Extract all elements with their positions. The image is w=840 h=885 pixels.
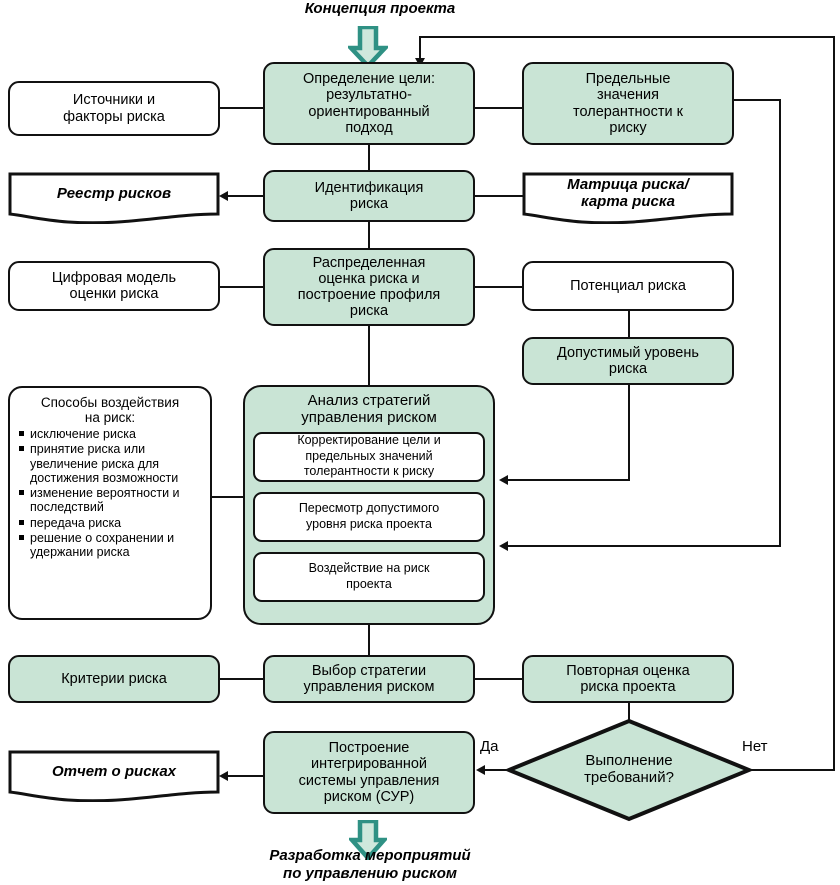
edge-acceptable-to-analysis: [508, 479, 630, 481]
edge-criteria-strategy: [220, 678, 264, 680]
node-analysis-title: Анализ стратегий управления риском: [301, 392, 437, 426]
edge-strategy-reassessment: [474, 678, 523, 680]
edge-identification-distributed: [368, 222, 370, 249]
node-methods[interactable]: Способы воздействия на риск: исключение …: [8, 386, 212, 620]
edge-feedback-top-horizontal: [419, 36, 835, 38]
edge-feedback-into-goal: [419, 36, 421, 60]
edge-goal-identification: [368, 145, 370, 171]
arrow-to-analysis-1-icon: [499, 475, 508, 485]
edge-digital-distributed: [220, 286, 264, 288]
list-item: принятие риска или увеличение риска для …: [18, 442, 202, 485]
list-item: решение о сохранении и удержании риска: [18, 531, 202, 560]
bullet-icon: [19, 519, 24, 525]
node-strategy-choice[interactable]: Выбор стратегии управления риском: [263, 655, 475, 703]
node-integrated[interactable]: Построение интегрированной системы управ…: [263, 731, 475, 814]
arrow-to-analysis-2-icon: [499, 541, 508, 551]
node-decision[interactable]: Выполнение требований?: [506, 718, 752, 822]
list-item: передача риска: [18, 516, 202, 530]
edge-tolerance-right: [733, 99, 781, 101]
edge-no-to-bus: [748, 769, 835, 771]
edge-acceptable-down: [628, 385, 630, 480]
node-distributed[interactable]: Распределенная оценка риска и построение…: [263, 248, 475, 326]
edge-potential-acceptable: [628, 311, 630, 338]
edge-goal-tolerance: [474, 107, 523, 109]
node-analysis-sub-1[interactable]: Корректирование цели и предельных значен…: [253, 431, 485, 482]
edge-label-yes: Да: [480, 738, 499, 755]
bullet-icon: [19, 490, 24, 496]
arrow-to-registry-icon: [219, 191, 228, 201]
node-acceptable[interactable]: Допустимый уровень риска: [522, 337, 734, 385]
edge-analysis-strategy: [368, 625, 370, 656]
bullet-icon: [19, 431, 24, 437]
edge-distributed-analysis: [368, 326, 370, 386]
node-matrix[interactable]: Матрица риска/ карта риска: [522, 172, 734, 224]
node-potential[interactable]: Потенциал риска: [522, 261, 734, 311]
bullet-icon: [19, 534, 24, 540]
node-goal[interactable]: Определение цели: результатно- ориентиро…: [263, 62, 475, 145]
edge-sources-goal: [220, 107, 264, 109]
node-analysis-sub-2[interactable]: Пересмотр допустимого уровня риска проек…: [253, 491, 485, 542]
bottom-caption-line1: Разработка мероприятий: [269, 847, 471, 864]
edge-yes-to-integrated: [484, 769, 512, 771]
arrow-yes-icon: [476, 765, 485, 775]
node-analysis-group[interactable]: Анализ стратегий управления риском Корре…: [243, 385, 495, 625]
node-criteria[interactable]: Критерии риска: [8, 655, 220, 703]
node-identification[interactable]: Идентификация риска: [263, 170, 475, 222]
node-report[interactable]: Отчет о рисках: [8, 750, 220, 802]
edge-identification-matrix: [474, 195, 523, 197]
edge-tolerance-bus-vertical: [779, 99, 781, 547]
edge-distributed-potential: [474, 286, 523, 288]
bullet-icon: [19, 446, 24, 452]
edge-identification-registry: [228, 195, 264, 197]
methods-list: исключение риска принятие риска или увел…: [18, 427, 202, 559]
node-decision-label: Выполнение требований?: [584, 752, 674, 786]
node-report-label: Отчет о рисках: [51, 762, 177, 780]
edge-tolerance-to-analysis: [508, 545, 781, 547]
list-item: изменение вероятности и последствий: [18, 486, 202, 515]
node-analysis-sub-3[interactable]: Воздействие на риск проекта: [253, 551, 485, 602]
edge-integrated-report: [228, 775, 264, 777]
node-digital-model[interactable]: Цифровая модель оценки риска: [8, 261, 220, 311]
node-registry-label: Реестр рисков: [56, 184, 172, 202]
node-tolerance[interactable]: Предельные значения толерантности к риск…: [522, 62, 734, 145]
top-caption: Концепция проекта: [304, 0, 456, 17]
arrow-to-report-icon: [219, 771, 228, 781]
list-item: исключение риска: [18, 427, 202, 441]
node-sources[interactable]: Источники и факторы риска: [8, 81, 220, 136]
edge-methods-analysis: [211, 496, 245, 498]
edge-feedback-right-vertical: [833, 36, 835, 771]
block-arrow-down-icon-bottom: [346, 818, 390, 865]
block-arrow-down-icon: [345, 24, 391, 73]
edge-label-no: Нет: [742, 738, 768, 755]
edge-reassessment-decision: [628, 703, 630, 721]
node-methods-title: Способы воздействия на риск:: [40, 395, 180, 426]
bottom-caption-line2: по управлению риском: [283, 865, 457, 882]
node-matrix-label: Матрица риска/ карта риска: [567, 176, 689, 210]
node-reassessment[interactable]: Повторная оценка риска проекта: [522, 655, 734, 703]
node-registry[interactable]: Реестр рисков: [8, 172, 220, 224]
